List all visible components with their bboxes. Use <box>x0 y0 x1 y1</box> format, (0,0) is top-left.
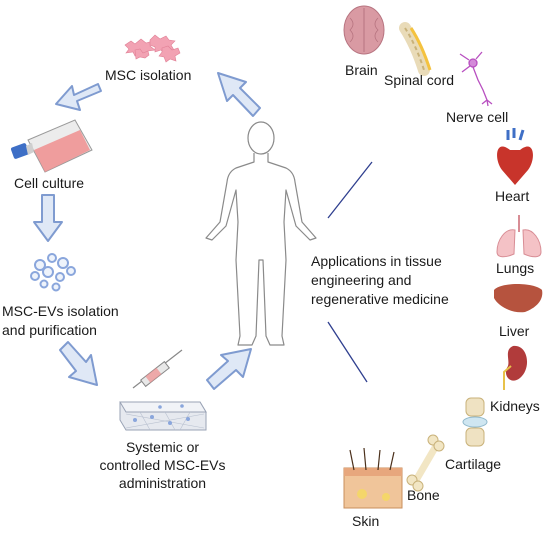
heart-icon <box>497 128 533 185</box>
nerve-cell-label: Nerve cell <box>446 109 509 125</box>
scaffold-icon <box>119 401 207 431</box>
arrow-isolation-to-culture <box>55 83 102 111</box>
liver-icon <box>494 284 543 313</box>
cell-culture-label: Cell culture <box>14 175 85 191</box>
evs-isolation-label-line1: MSC-EVs isolation <box>2 303 119 319</box>
culture-flask-icon <box>10 119 93 173</box>
spinal-cord-icon <box>399 22 432 76</box>
liver-label: Liver <box>499 323 530 339</box>
skin-icon <box>343 447 403 509</box>
arrow-administration-to-human <box>206 348 252 390</box>
administration-label-line1: Systemic or <box>125 439 200 455</box>
human-body-icon <box>205 121 317 346</box>
bone-label: Bone <box>407 487 440 503</box>
applications-label-line1: Applications in tissue <box>311 253 442 269</box>
heart-label: Heart <box>495 188 530 204</box>
cartilage-label: Cartilage <box>445 456 502 472</box>
kidney-icon <box>503 345 528 390</box>
skin-label: Skin <box>352 513 380 529</box>
cartilage-icon <box>462 397 488 447</box>
lungs-icon <box>496 215 542 258</box>
administration-label-line2: controlled MSC-EVs <box>99 457 226 473</box>
lungs-label: Lungs <box>496 260 535 276</box>
nerve-cell-icon <box>459 51 493 107</box>
arrow-human-to-isolation <box>217 72 261 117</box>
connector-line-lower <box>327 321 368 383</box>
arrow-culture-to-evs <box>33 194 63 242</box>
applications-label-line3: regenerative medicine <box>311 291 449 307</box>
arrow-evs-to-administration <box>59 341 98 386</box>
administration-label-line3: administration <box>118 475 207 491</box>
vesicles-icon <box>30 253 76 292</box>
msc-cells-icon <box>124 34 181 63</box>
brain-label: Brain <box>345 62 378 78</box>
spinal-cord-label: Spinal cord <box>384 72 455 88</box>
evs-isolation-label-line2: and purification <box>2 322 97 338</box>
brain-icon <box>343 5 385 55</box>
msc-isolation-label: MSC isolation <box>105 67 192 83</box>
kidneys-label: Kidneys <box>490 398 540 414</box>
bone-icon <box>406 434 445 492</box>
connector-line-upper <box>327 161 373 219</box>
syringe-icon <box>132 349 183 389</box>
applications-label-line2: engineering and <box>311 272 412 288</box>
